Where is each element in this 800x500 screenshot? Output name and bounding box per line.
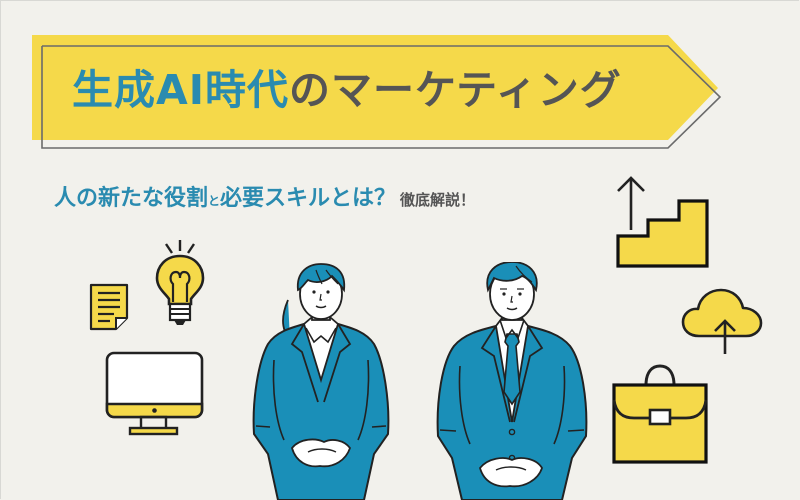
monitor-icon	[105, 351, 204, 436]
businessman-figure	[436, 262, 588, 500]
page-title: 生成AI時代のマーケティング	[72, 68, 622, 112]
title-rest: のマーケティング	[289, 66, 622, 114]
briefcase-icon	[612, 364, 708, 464]
subtitle-part3: 必要スキルとは？	[220, 186, 397, 211]
subtitle-part1: 人の新たな役割	[54, 186, 209, 211]
lightbulb-icon	[155, 240, 205, 325]
document-icon	[89, 283, 129, 331]
banner-arrow-shape	[32, 35, 722, 149]
businesswoman-figure	[252, 263, 390, 500]
cloud-upload-icon	[681, 288, 763, 354]
subtitle-connector: と	[208, 194, 221, 208]
stairs-up-icon	[616, 176, 709, 268]
title-banner: 生成AI時代のマーケティング	[0, 0, 800, 160]
subtitle: 人の新たな役割と必要スキルとは？徹底解説！	[54, 184, 475, 216]
subtitle-tagline: 徹底解説！	[400, 191, 476, 209]
title-highlight: 生成AI時代	[72, 66, 289, 114]
